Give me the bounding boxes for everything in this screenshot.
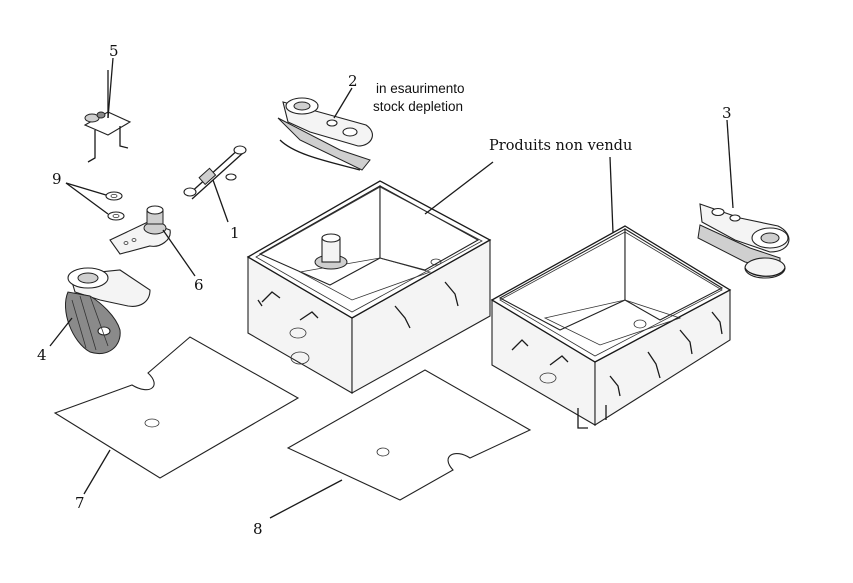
leader-lines: [49, 57, 734, 519]
box-note: Produits non vendu: [489, 138, 632, 154]
callout-8: 8: [253, 520, 263, 538]
callout-4: 4: [37, 346, 47, 364]
part2-note-line2: stock depletion: [373, 99, 463, 114]
washers-part-9: [105, 191, 125, 221]
cover-plate-8: [286, 369, 532, 501]
lever-arm-part-3: [697, 203, 790, 279]
callout-numbers: 1 2 3 4 5 6 7 8 9: [37, 42, 732, 538]
rod-part-1: [183, 145, 247, 200]
foundation-box-left: [246, 180, 492, 394]
lever-arm-part-2: [277, 97, 373, 171]
callout-9: 9: [52, 170, 62, 188]
callout-3: 3: [722, 104, 732, 122]
callout-2: 2: [348, 72, 358, 90]
bracket-part-5: [83, 70, 132, 163]
cover-plate-7: [53, 336, 300, 479]
callout-1: 1: [230, 224, 240, 242]
annotations: in esaurimento stock depletion Produits …: [373, 81, 632, 154]
callout-5: 5: [109, 42, 119, 60]
foundation-box-right: [490, 225, 732, 429]
gear-chain-part-4: [64, 267, 151, 354]
small-arm-part-6: [109, 205, 171, 255]
part2-note-line1: in esaurimento: [376, 81, 465, 96]
callout-6: 6: [194, 276, 204, 294]
callout-7: 7: [75, 494, 85, 512]
